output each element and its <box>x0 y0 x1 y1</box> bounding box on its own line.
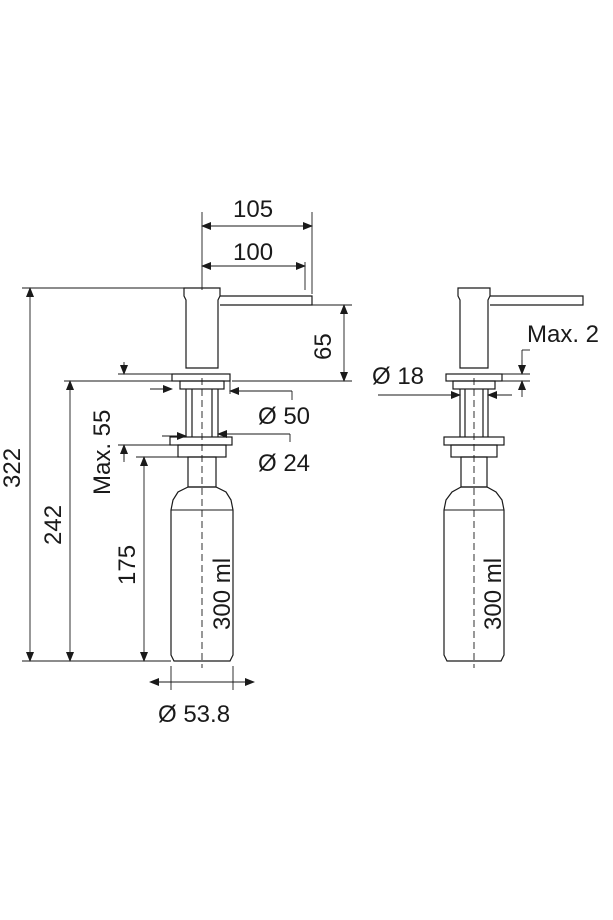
dim-242-label: 242 <box>40 505 67 545</box>
dim-dia-24-label: Ø 24 <box>258 450 310 477</box>
left-dimensions: 105 100 65 322 242 Max. 55 175 Ø 50 <box>0 196 352 728</box>
dim-175-label: 175 <box>114 545 141 585</box>
left-top-flange <box>171 373 231 382</box>
left-capacity-label: 300 ml <box>209 558 236 630</box>
right-spout <box>490 295 584 306</box>
left-dispenser <box>169 287 313 668</box>
dim-dia-18-label: Ø 18 <box>372 363 424 390</box>
dim-max-55-label: Max. 55 <box>89 410 116 495</box>
left-spout <box>220 295 313 306</box>
left-pump-head <box>183 287 221 369</box>
dim-dia-53-8-label: Ø 53.8 <box>158 701 230 728</box>
dim-322-label: 322 <box>0 448 26 488</box>
left-bottle <box>170 486 234 662</box>
dim-max-2-label: Max. 2 <box>527 321 599 348</box>
right-pump-head <box>457 287 491 369</box>
right-dimensions: Ø 18 Max. 2 300 ml <box>372 321 599 630</box>
dim-105-label: 105 <box>233 196 273 223</box>
left-shank <box>185 389 219 437</box>
right-dispenser <box>443 287 584 668</box>
right-bottle <box>443 486 505 662</box>
dim-dia-50-label: Ø 50 <box>258 403 310 430</box>
dim-100-label: 100 <box>233 239 273 266</box>
right-shank <box>459 389 489 437</box>
left-bottom-washer <box>169 436 233 446</box>
dim-65-label: 65 <box>310 333 337 360</box>
right-capacity-label: 300 ml <box>480 558 507 630</box>
